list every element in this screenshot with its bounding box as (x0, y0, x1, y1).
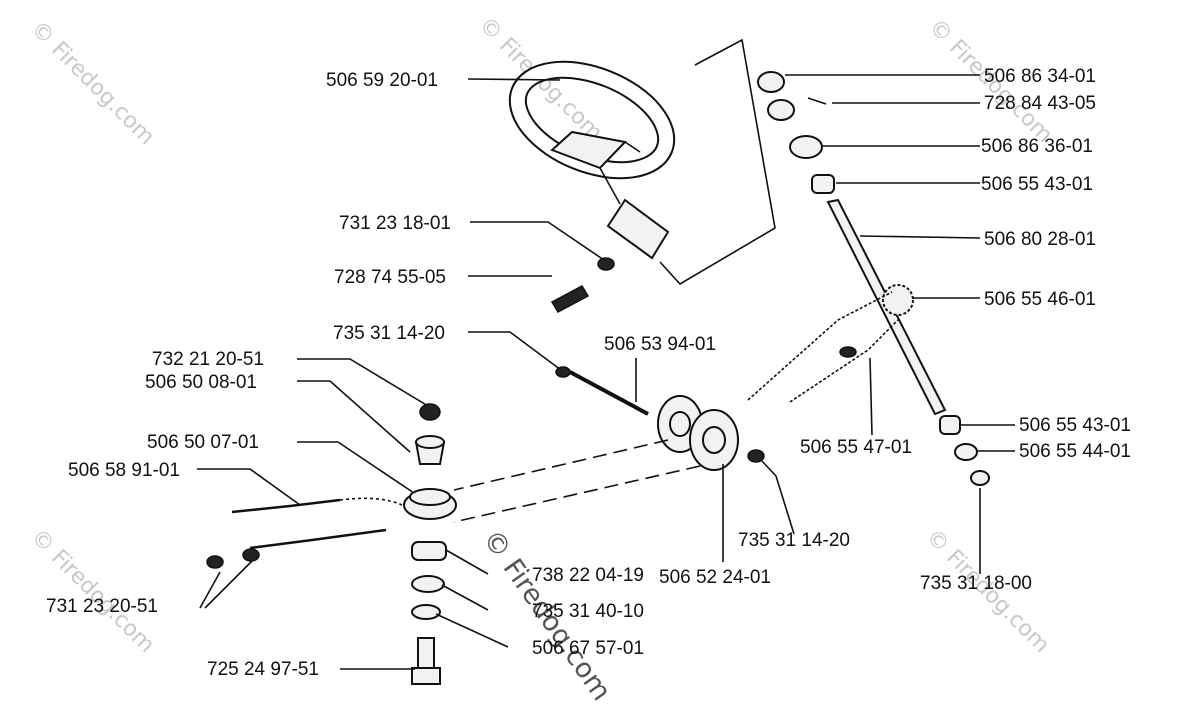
label-735-31-14-20-b: 735 31 14-20 (738, 530, 850, 551)
column-outline (659, 38, 776, 286)
label-735-31-14-20-a: 735 31 14-20 (333, 323, 445, 344)
label-506-59-20-01: 506 59 20-01 (326, 70, 438, 91)
label-725-24-97-51: 725 24 97-51 (207, 659, 319, 680)
label-506-55-43-01-a: 506 55 43-01 (981, 174, 1093, 195)
label-731-23-18-01: 731 23 18-01 (339, 213, 451, 234)
label-732-21-20-51: 732 21 20-51 (152, 349, 264, 370)
belt-upper (453, 439, 669, 491)
label-506-58-91-01: 506 58 91-01 (68, 460, 180, 481)
watermark-top-left: © Firedog.com (26, 17, 159, 150)
label-738-22-04-19: 738 22 04-19 (532, 565, 644, 586)
label-506-67-57-01: 506 67 57-01 (532, 638, 644, 659)
label-735-31-40-10: 735 31 40-10 (532, 601, 644, 622)
leader-lines (197, 74, 1015, 670)
nut-731-23-18 (597, 257, 615, 271)
label-506-55-43-01-b: 506 55 43-01 (1019, 415, 1131, 436)
label-506-50-08-01: 506 50 08-01 (145, 372, 257, 393)
label-731-23-20-51: 731 23 20-51 (46, 596, 158, 617)
steering-wheel (508, 60, 676, 260)
belt-lower (453, 465, 701, 523)
bolt-728-74 (550, 285, 590, 313)
pulleys-center (555, 366, 765, 471)
label-506-55-46-01: 506 55 46-01 (984, 289, 1096, 310)
steering-wheel-hub (606, 198, 670, 260)
label-506-53-94-01: 506 53 94-01 (604, 334, 716, 355)
label-728-84-43-05: 728 84 43-05 (984, 93, 1096, 114)
watermark-bottom-left: © Firedog.com (26, 525, 159, 658)
label-506-52-24-01: 506 52 24-01 (659, 567, 771, 588)
pulley-left (403, 403, 457, 685)
label-735-31-18-00: 735 31 18-00 (920, 573, 1032, 594)
label-728-74-55-05: 728 74 55-05 (334, 267, 446, 288)
label-506-86-36-01: 506 86 36-01 (981, 136, 1093, 157)
label-506-55-44-01: 506 55 44-01 (1019, 441, 1131, 462)
part-labels: 506 59 20-01 731 23 18-01 728 74 55-05 7… (46, 66, 1131, 680)
parts-drawing (206, 38, 990, 685)
label-506-50-07-01: 506 50 07-01 (147, 432, 259, 453)
top-column-parts (757, 71, 990, 486)
label-506-80-28-01: 506 80 28-01 (984, 229, 1096, 250)
label-506-86-34-01: 506 86 34-01 (984, 66, 1096, 87)
label-506-55-47-01: 506 55 47-01 (800, 437, 912, 458)
